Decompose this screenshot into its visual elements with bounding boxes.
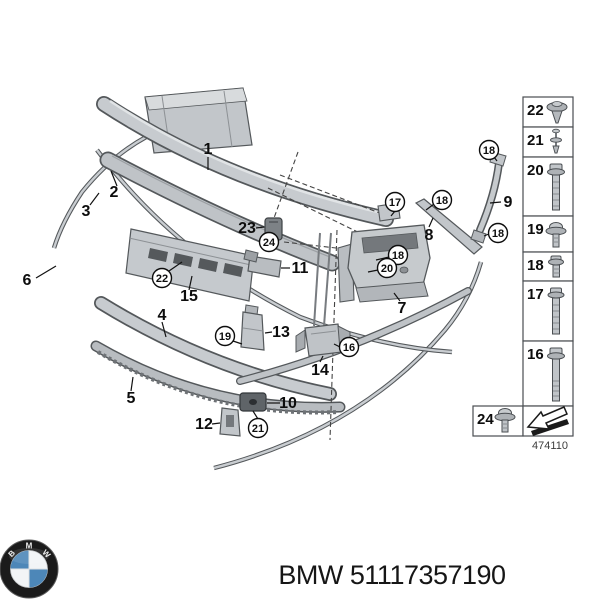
legend-cell-19: 19 [522,215,574,253]
svg-text:24: 24 [477,411,494,428]
callout-label-4: 4 [158,307,167,324]
figure-number: 474110 [532,440,568,452]
callout-label-2: 2 [110,184,119,201]
legend-cell-17: 17 [522,280,574,342]
svg-text:22: 22 [527,102,544,119]
hex-flange-bolt-medium-icon [547,287,565,335]
callout-label-1: 1 [204,141,213,158]
callout-circle-18-b: 18 [387,244,409,266]
part-8-support-strip [414,198,483,255]
part-number-caption: BMW 51117357190 [278,560,505,590]
part-5-serrated-strip [90,340,346,415]
callout-circle-18-a: 18 [431,189,453,211]
callout-label-23: 23 [238,220,256,237]
callout-circle-16: 16 [338,336,360,358]
svg-text:17: 17 [389,197,401,209]
hex-flange-bolt-short-icon [548,255,564,278]
part-9-support-arm [470,151,507,244]
legend-cell-22: 22 [522,96,574,128]
screw-with-washer-icon [494,408,516,433]
callout-label-8: 8 [425,227,434,244]
svg-text:16: 16 [527,346,544,363]
svg-text:18: 18 [527,257,544,274]
legend-cell-arrow [522,405,574,437]
screw-with-washer-icon [545,222,567,248]
callout-circle-20: 20 [376,257,398,279]
svg-text:20: 20 [527,162,544,179]
svg-text:18: 18 [492,228,504,240]
legend-cell-16: 16 [522,340,574,407]
part-4-lower-bar [94,296,337,401]
legend-cell-24: 24 [472,405,524,437]
part-1-impact-bar [96,87,394,227]
svg-text:18: 18 [436,195,448,207]
callout-label-15: 15 [180,288,198,305]
callout-circle-17: 17 [384,191,406,213]
callout-label-5: 5 [127,390,136,407]
svg-text:22: 22 [156,273,168,285]
callout-label-9: 9 [504,194,513,211]
callout-label-13: 13 [272,324,290,341]
fastener-legend: 22 21 20 [472,96,574,452]
svg-text:21: 21 [527,132,544,149]
callout-label-12: 12 [195,416,213,433]
bmw-roundel-logo: B M W [0,539,59,599]
part-2-absorber-bar [99,151,341,272]
callout-label-3: 3 [82,203,91,220]
callout-circle-18-c: 18 [478,139,500,161]
logo-letter-m: M [26,542,33,551]
expanding-rivet-pin-icon [550,128,562,154]
legend-cell-20: 20 [522,156,574,217]
svg-text:18: 18 [392,250,404,262]
part-11-bracket [243,249,282,278]
svg-text:19: 19 [527,221,544,238]
callout-label-14: 14 [311,362,329,379]
callout-circle-22: 22 [151,267,173,289]
hex-flange-bolt-xl-icon [547,347,565,402]
hex-flange-bolt-long-icon [547,163,565,211]
direction-arrow-icon [526,406,569,436]
leader-lines [35,156,502,425]
svg-text:19: 19 [219,331,231,343]
svg-text:18: 18 [483,145,495,157]
svg-text:21: 21 [252,423,264,435]
callout-circle-21: 21 [247,417,269,439]
threaded-rods [313,232,332,327]
callout-label-6: 6 [23,272,32,289]
svg-text:20: 20 [381,263,393,275]
legend-cell-21: 21 [522,126,574,158]
svg-text:16: 16 [343,342,355,354]
svg-text:17: 17 [527,286,544,303]
legend-cell-18: 18 [522,251,574,282]
part-13-bracket [240,304,265,351]
logo-letter-b: B [7,548,18,559]
svg-text:24: 24 [263,237,276,249]
callout-label-10: 10 [279,395,297,412]
callout-circle-19: 19 [214,325,236,347]
part-15-slotted-panel [125,228,255,302]
part-3-trim-strip [95,148,453,355]
part-10-clip [239,392,267,412]
callout-circle-18-d: 18 [487,222,509,244]
expanding-rivet-icon [546,101,568,124]
part-12-bracket [219,407,241,437]
callout-circle-24: 24 [258,231,280,253]
callout-label-11: 11 [292,260,309,277]
callout-label-7: 7 [398,300,407,317]
